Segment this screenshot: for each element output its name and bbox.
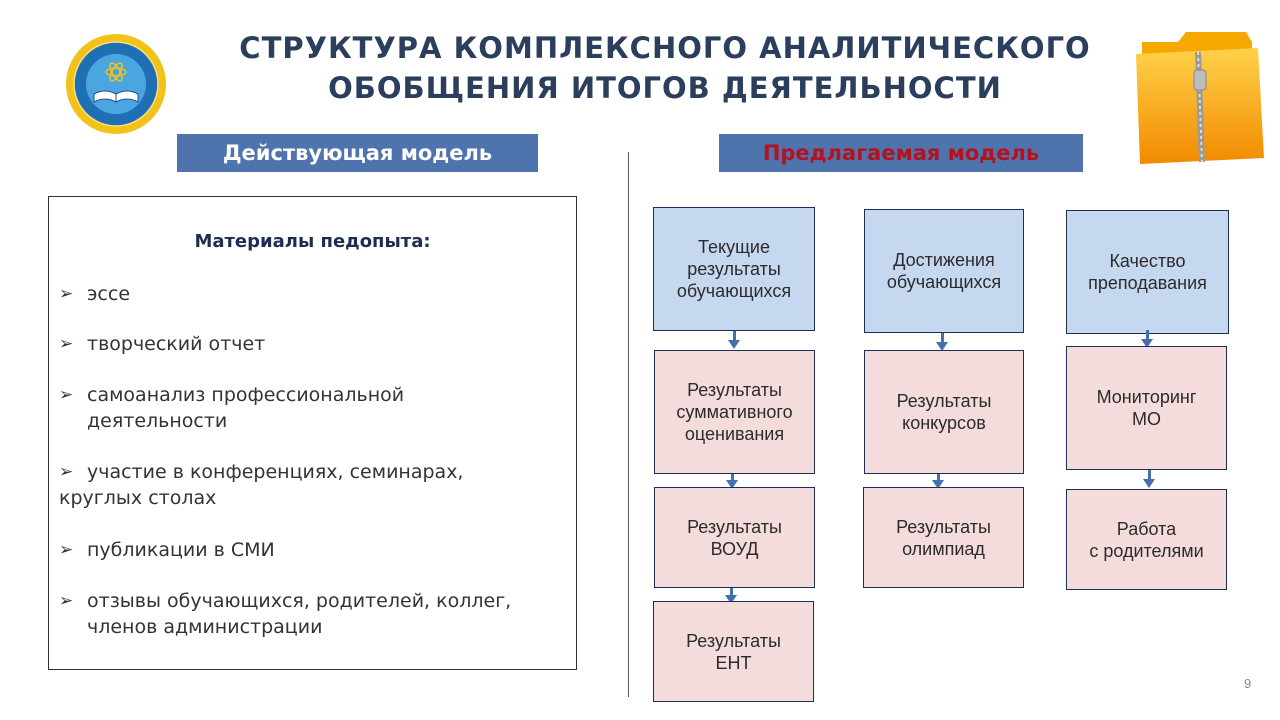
materials-title: Материалы педопыта: bbox=[194, 231, 431, 252]
node-summative-results: Результаты суммативного оценивания bbox=[654, 350, 815, 474]
page-title: СТРУКТУРА КОМПЛЕКСНОГО АНАЛИТИЧЕСКОГО ОБ… bbox=[230, 28, 1100, 108]
page-number: 9 bbox=[1244, 676, 1252, 691]
node-mo-monitoring: Мониторинг МО bbox=[1066, 346, 1227, 470]
page-title-line-2: ОБОБЩЕНИЯ ИТОГОВ ДЕЯТЕЛЬНОСТИ bbox=[328, 71, 1002, 105]
materials-item: ➢ самоанализ профессиональной деятельнос… bbox=[59, 384, 405, 432]
node-teaching-quality: Качество преподавания bbox=[1066, 210, 1229, 334]
node-olympiad-results: Результаты олимпиад bbox=[863, 487, 1024, 588]
node-parent-work: Работа с родителями bbox=[1066, 489, 1227, 590]
arrow-right-bullet-icon: ➢ bbox=[59, 591, 74, 611]
node-competition-results: Результаты конкурсов bbox=[864, 350, 1024, 474]
node-student-achievements: Достижения обучающихся bbox=[864, 209, 1024, 333]
node-ent-results: Результаты ЕНТ bbox=[653, 601, 814, 702]
arrow-right-bullet-icon: ➢ bbox=[59, 334, 74, 354]
node-voud-results: Результаты ВОУД bbox=[654, 487, 815, 588]
current-model-header: Действующая модель bbox=[177, 134, 538, 172]
proposed-model-header: Предлагаемая модель bbox=[719, 134, 1083, 172]
materials-panel: Материалы педопыта: ➢ эссе ➢ творческий … bbox=[48, 196, 577, 670]
folder-icon bbox=[1136, 32, 1264, 164]
arrow-right-bullet-icon: ➢ bbox=[59, 284, 74, 304]
vertical-divider bbox=[628, 152, 629, 697]
arrow-right-bullet-icon: ➢ bbox=[59, 385, 74, 405]
arrow-right-bullet-icon: ➢ bbox=[59, 540, 74, 560]
materials-item: ➢ участие в конференциях, семинарах, кру… bbox=[59, 461, 464, 509]
materials-item: ➢ публикации в СМИ bbox=[59, 539, 275, 561]
materials-item: ➢ творческий отчет bbox=[59, 333, 266, 355]
emblem-icon bbox=[66, 34, 166, 134]
materials-item: ➢ эссе bbox=[59, 283, 131, 305]
materials-item: ➢ отзывы обучающихся, родителей, коллег,… bbox=[59, 590, 512, 638]
page-title-line-1: СТРУКТУРА КОМПЛЕКСНОГО АНАЛИТИЧЕСКОГО bbox=[239, 31, 1091, 65]
node-current-results: Текущие результаты обучающихся bbox=[653, 207, 815, 331]
arrow-right-bullet-icon: ➢ bbox=[59, 462, 74, 482]
